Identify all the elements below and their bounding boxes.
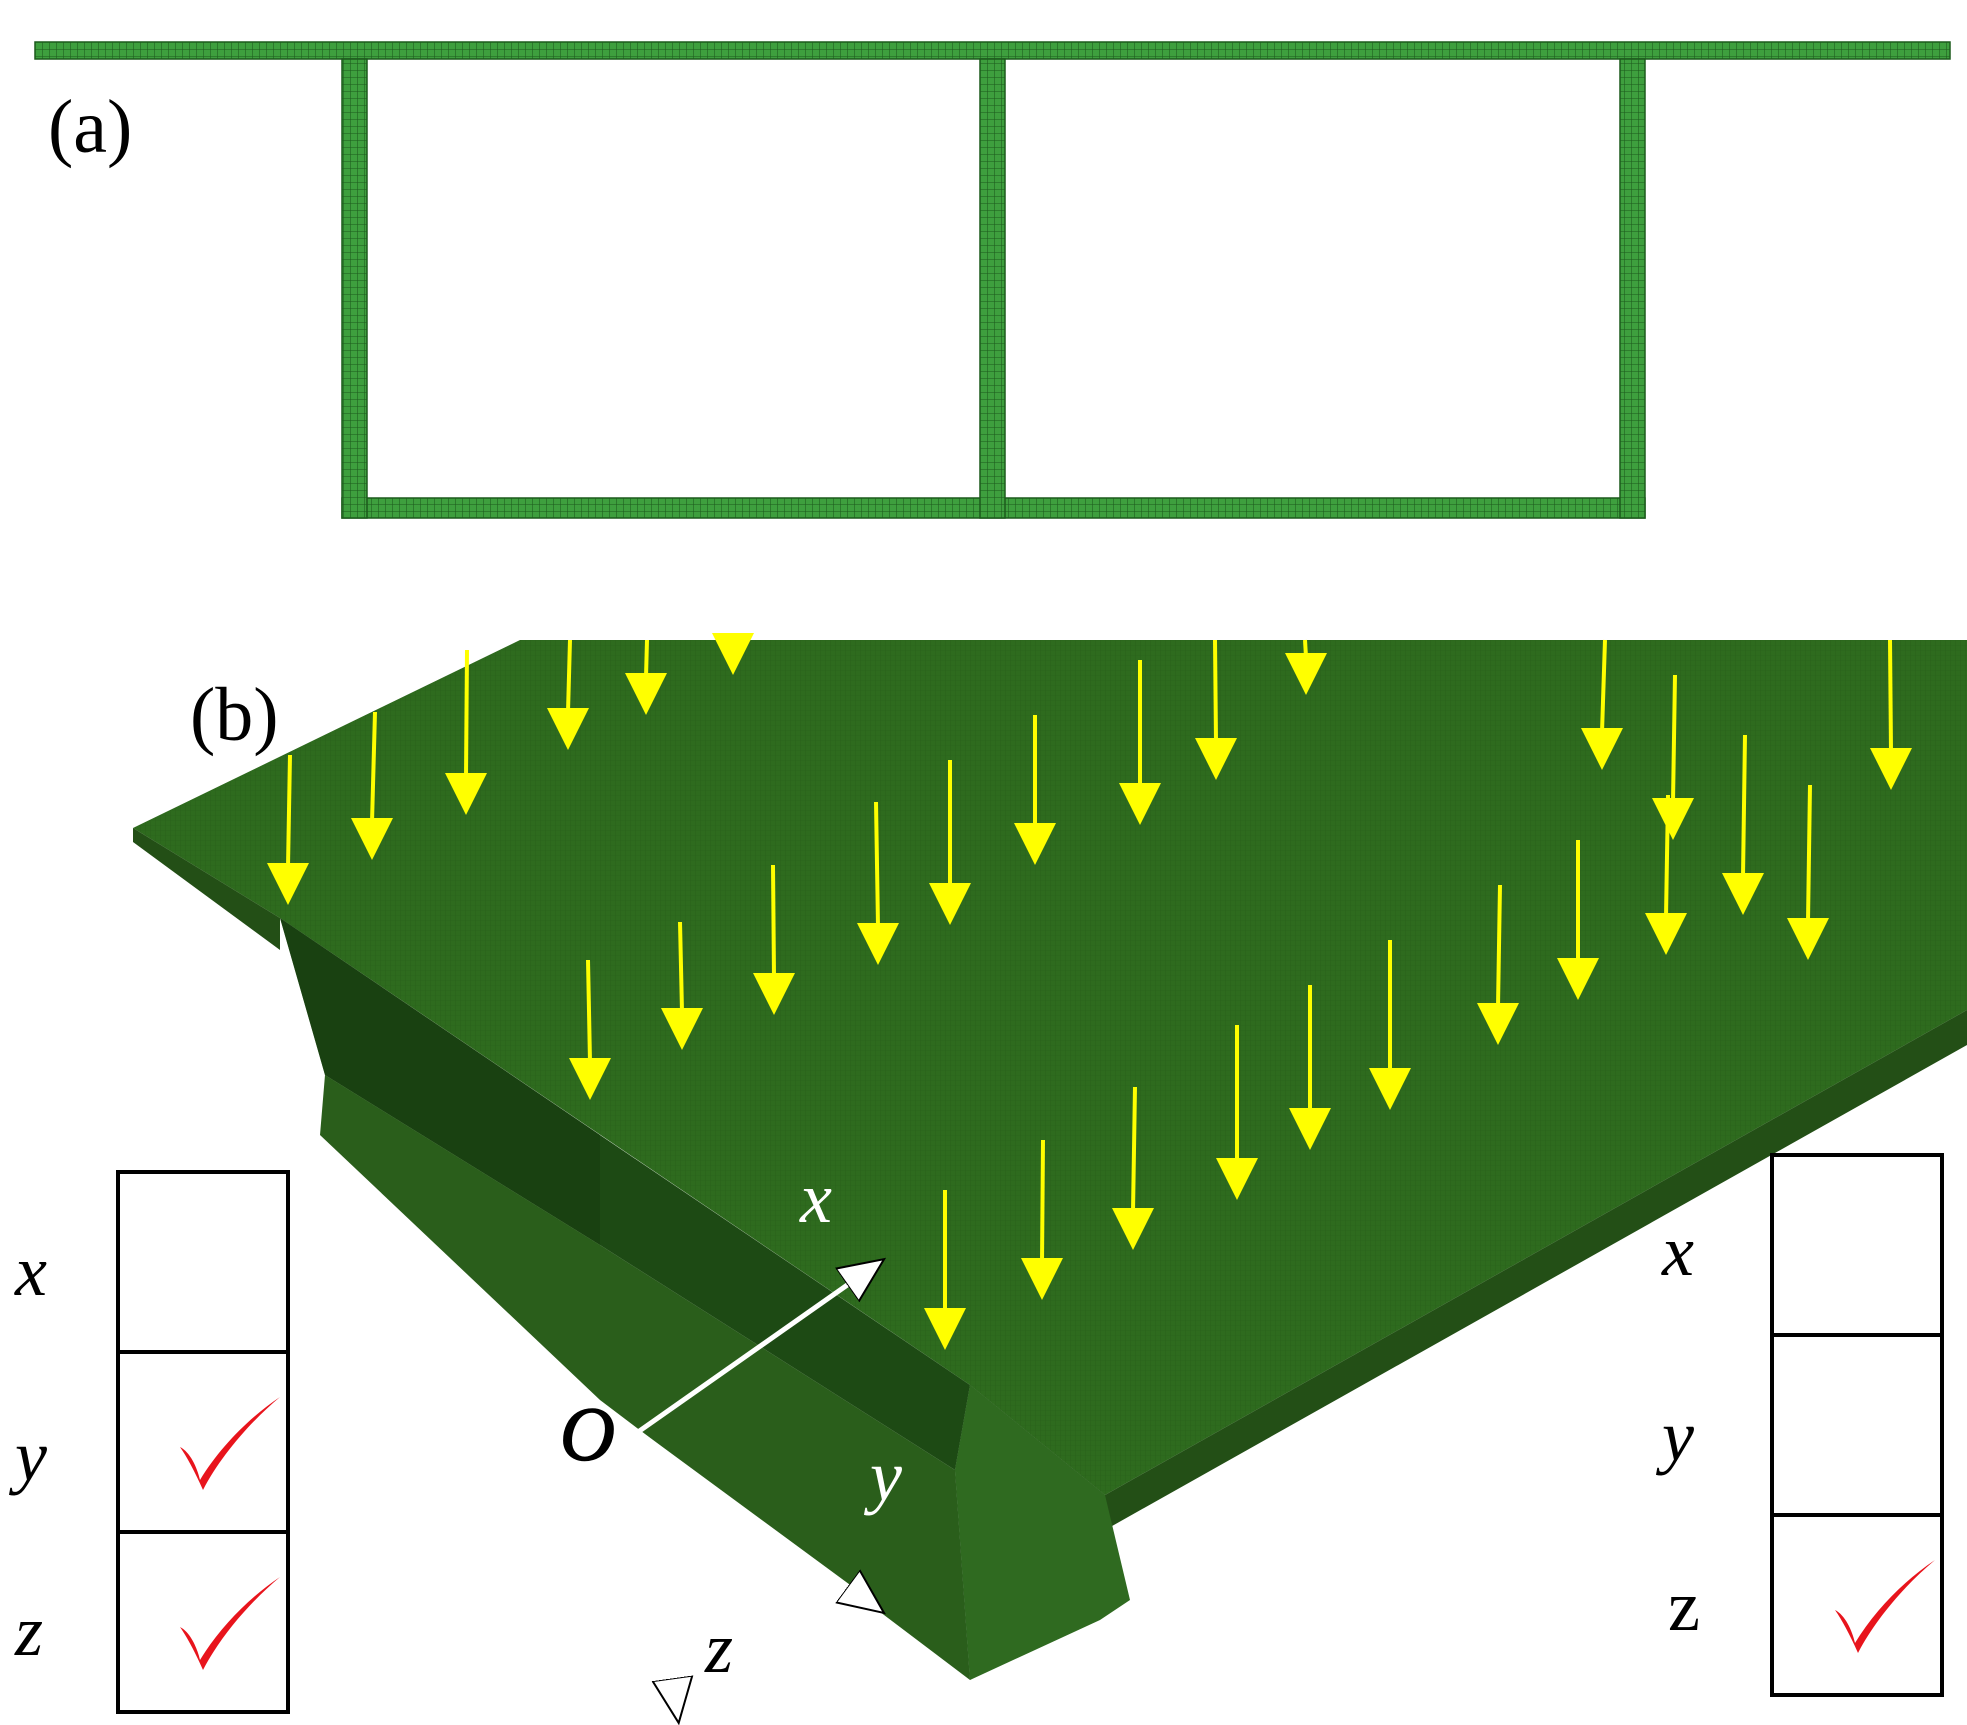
panel-a-cross-section (34, 41, 1951, 519)
deck-edge-front (1105, 1010, 1967, 1530)
load-arrow (1787, 784, 1829, 960)
load-arrow (1477, 884, 1519, 1045)
load-arrow (625, 639, 667, 715)
load-arrow (857, 801, 899, 965)
load-arrow (1112, 1086, 1154, 1250)
deck-top-surface (133, 640, 1967, 1495)
load-arrow (267, 754, 309, 905)
origin-label: O (560, 1393, 615, 1477)
panel-b-model (133, 640, 1967, 1680)
right-row-label-z: z (1668, 1566, 1700, 1646)
web-middle (979, 58, 1006, 519)
constraint-cell-x (116, 1170, 290, 1354)
load-arrow (929, 760, 971, 925)
check-mark-icon (180, 1577, 280, 1670)
load-arrow (712, 633, 754, 675)
load-arrow (1870, 639, 1912, 790)
top-flange (34, 41, 1951, 60)
load-arrow (1645, 794, 1687, 955)
load-arrow (1014, 715, 1056, 865)
x-axis-arrow (636, 1262, 880, 1435)
load-arrow (1369, 940, 1411, 1110)
web-left (341, 58, 368, 519)
load-arrow (1289, 985, 1331, 1150)
panel-b-label: (b) (190, 673, 279, 757)
left-row-label-y: y (8, 1416, 47, 1496)
load-arrow (1119, 660, 1161, 825)
check-mark-icon (180, 1397, 280, 1490)
load-arrow (351, 711, 393, 860)
web-right (1619, 58, 1646, 519)
z-axis-label: z (704, 1608, 733, 1688)
load-arrow (1581, 639, 1623, 770)
load-arrow (1557, 840, 1599, 1000)
panel-a-label: (a) (48, 85, 132, 169)
load-arrow (1216, 1025, 1258, 1200)
constraint-table-right: x y z (1655, 1153, 1944, 1697)
load-arrow (1021, 1139, 1063, 1300)
web-right-side (955, 1385, 1130, 1680)
bottom-soffit (320, 1075, 970, 1680)
constraint-cell-y (1770, 1333, 1944, 1517)
constraint-table-left: x y z (8, 1170, 290, 1714)
constraint-cell-x (1770, 1153, 1944, 1337)
right-row-label-y: y (1655, 1396, 1694, 1476)
load-arrow (1195, 639, 1237, 780)
load-arrow (445, 649, 487, 815)
load-arrow (661, 921, 703, 1050)
left-row-label-x: x (14, 1231, 47, 1311)
x-axis-label: x (799, 1158, 832, 1238)
z-axis-arrow (635, 1431, 678, 1718)
load-arrow (924, 1190, 966, 1350)
check-mark-icon (1835, 1560, 1935, 1653)
load-arrows-group (267, 633, 1912, 1350)
deck-edge-left (133, 828, 280, 950)
cell-left-interior (280, 918, 600, 1245)
web-middle-face (600, 1135, 970, 1470)
y-axis-arrow (636, 1429, 880, 1610)
left-row-label-z: z (14, 1591, 43, 1671)
load-arrow (753, 864, 795, 1015)
load-arrow (547, 639, 589, 750)
load-arrow (1722, 734, 1764, 915)
load-arrow (569, 959, 611, 1100)
constraint-cell-z (116, 1530, 290, 1714)
right-row-label-x: x (1661, 1211, 1694, 1291)
load-arrow (1285, 639, 1327, 695)
constraint-cell-z (1770, 1513, 1944, 1697)
load-arrow (1652, 674, 1694, 840)
y-axis-label: y (863, 1436, 902, 1516)
coordinate-axes: O x y z (559, 1158, 902, 1718)
constraint-cell-y (116, 1350, 290, 1534)
